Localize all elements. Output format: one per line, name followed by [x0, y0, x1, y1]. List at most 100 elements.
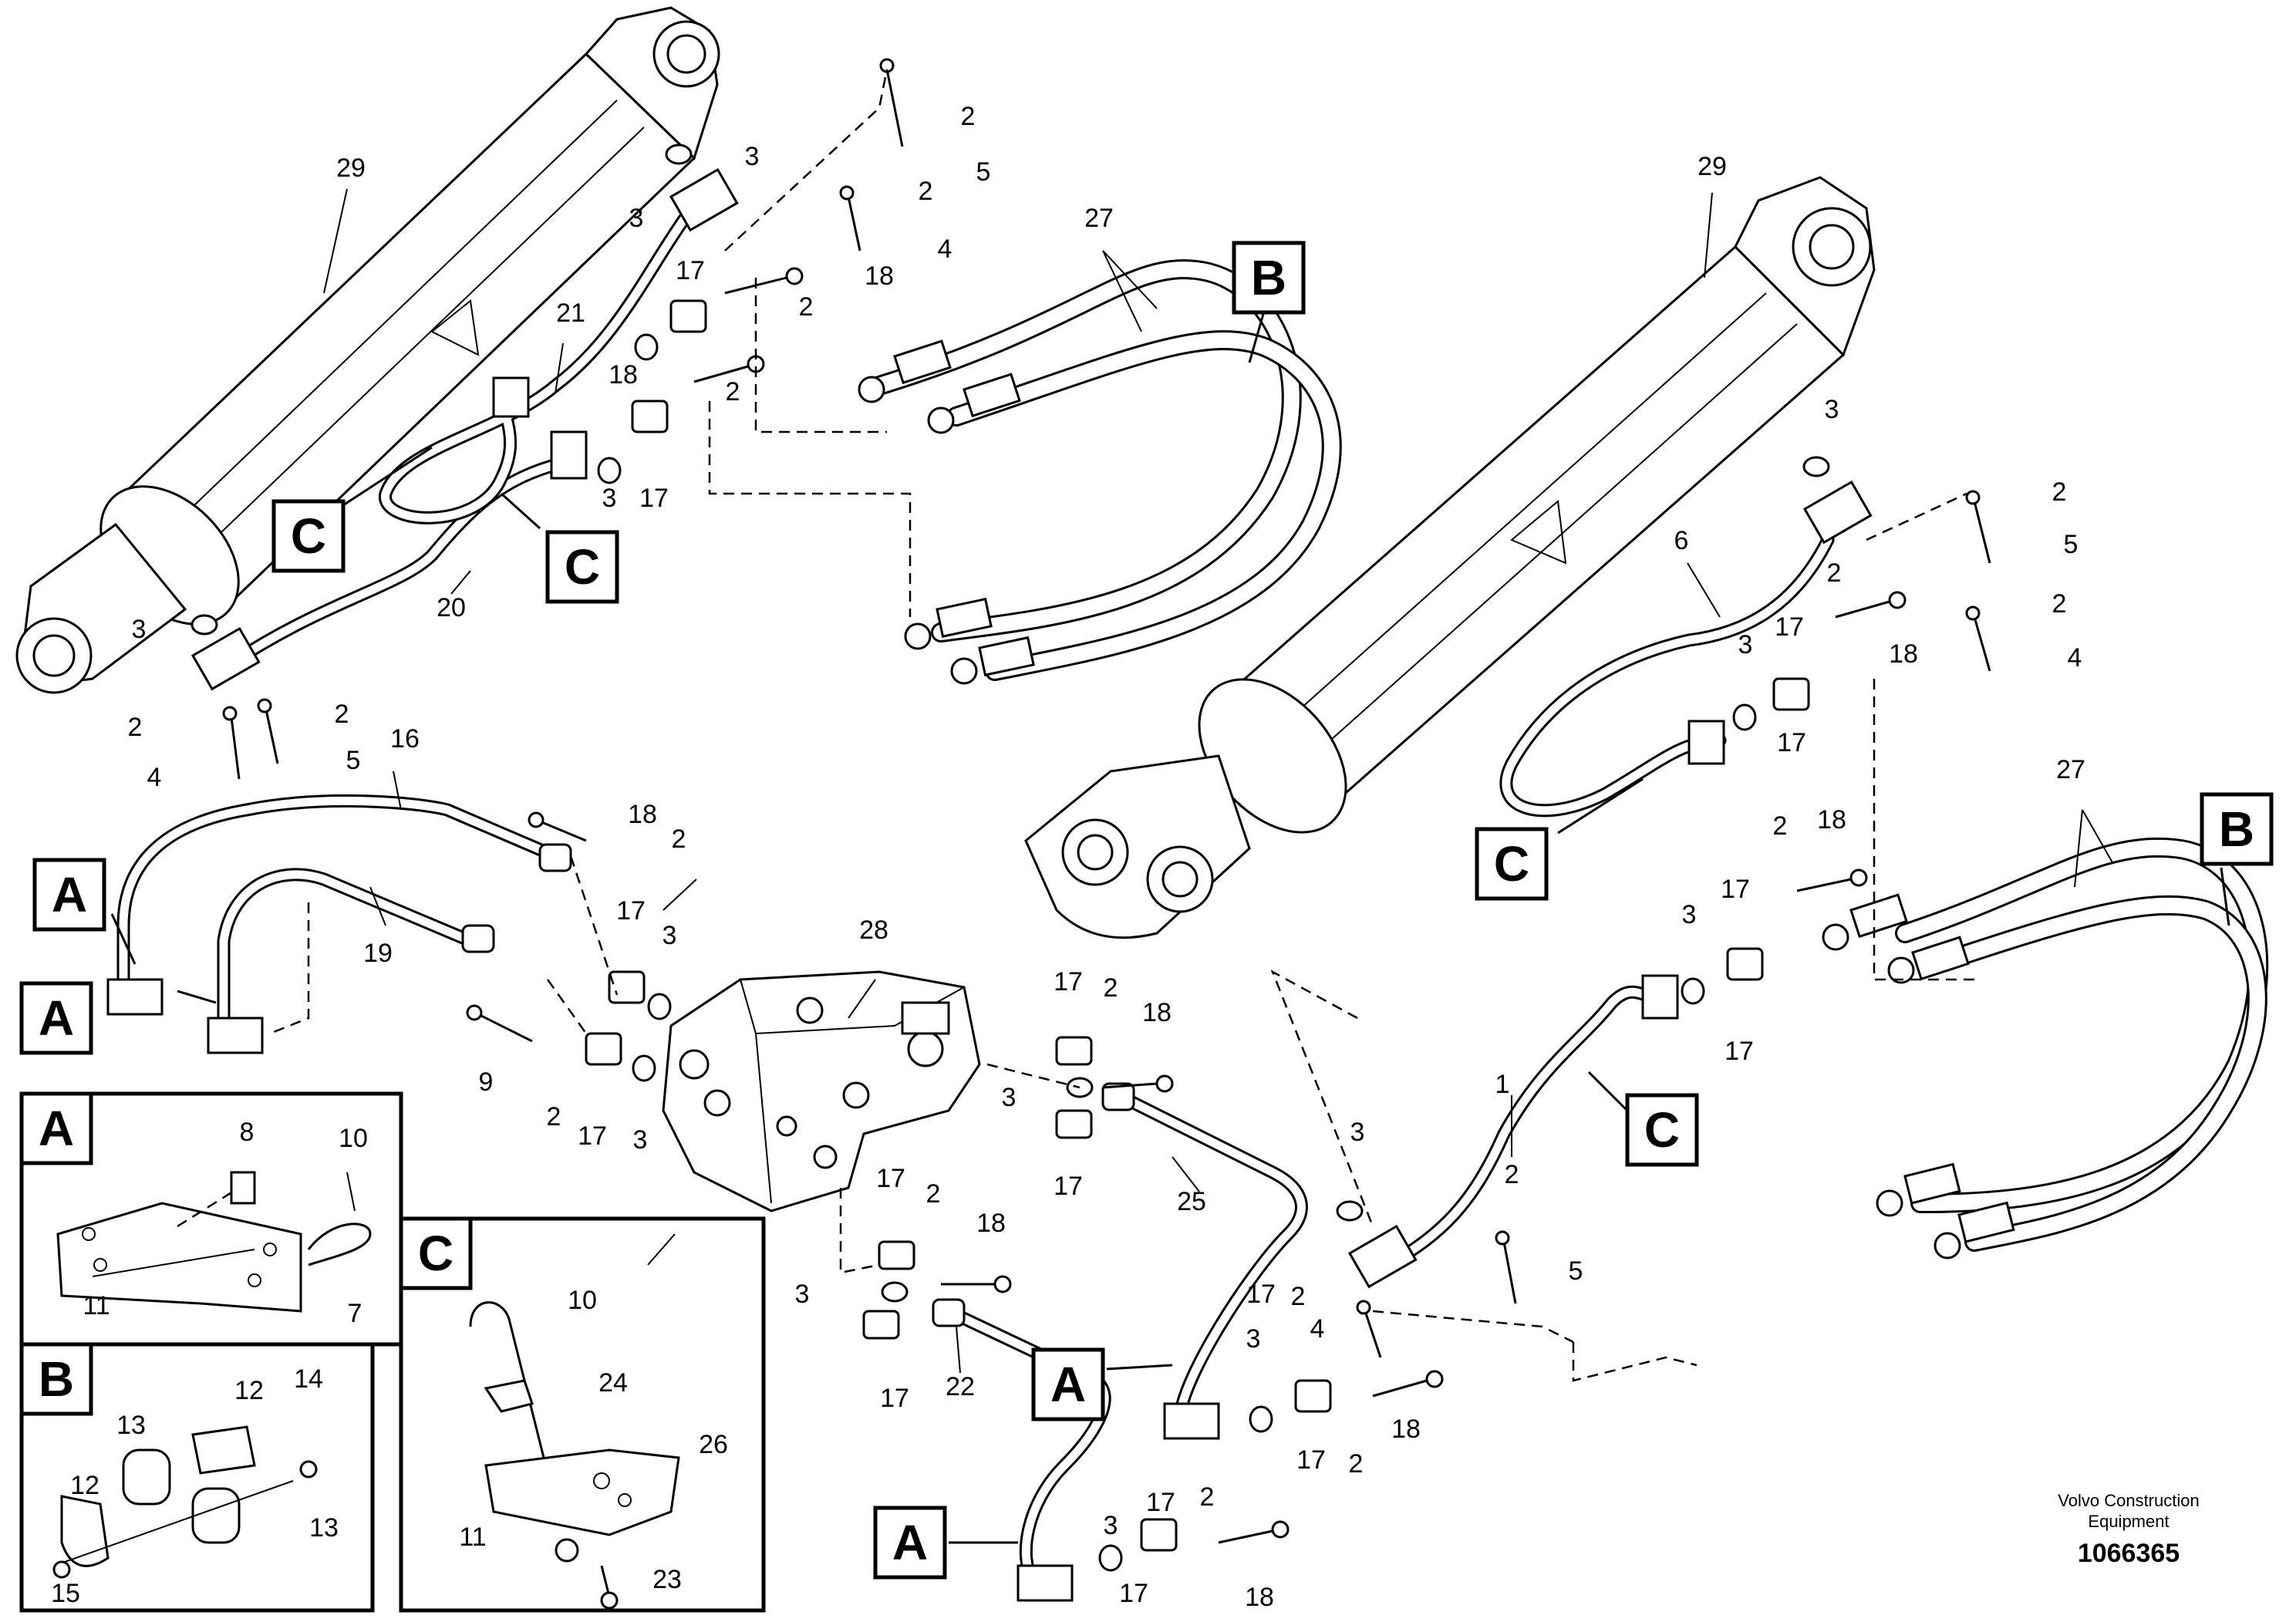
part-label: 17 [616, 896, 646, 926]
part-label: 3 [1104, 1511, 1118, 1540]
part-label: 29 [1698, 152, 1727, 181]
part-label: 2 [335, 700, 349, 729]
part-label: 27 [1084, 204, 1114, 233]
part-label: 25 [1177, 1187, 1206, 1216]
part-label: 15 [51, 1579, 80, 1608]
callout-b-2: B [2200, 792, 2274, 866]
part-label: 2 [919, 177, 933, 206]
bolts [222, 58, 1991, 1544]
callout-c-1: C [271, 499, 346, 573]
part-label: 17 [1246, 1280, 1276, 1309]
part-label: 17 [639, 484, 669, 513]
part-label: 19 [363, 939, 393, 968]
part-label: 14 [294, 1364, 323, 1394]
drawing-footer: Volvo Construction Equipment 1066365 [2058, 1491, 2199, 1568]
part-label: 5 [1569, 1256, 1583, 1286]
view-callouts: A A A A B B C C C C [19, 241, 2274, 1580]
part-label: 3 [1825, 395, 1839, 424]
part-label: 23 [652, 1565, 682, 1594]
part-label: 11 [459, 1523, 486, 1552]
view-letter-c: C [565, 539, 600, 595]
part-label: 3 [1002, 1083, 1017, 1112]
part-label: 2 [926, 1179, 941, 1209]
part-label: 17 [1146, 1488, 1175, 1517]
part-label: 18 [1142, 998, 1172, 1027]
part-label: 2 [1349, 1449, 1364, 1479]
right-cylinder [1024, 176, 1876, 939]
part-label: 17 [876, 1164, 905, 1193]
view-letter-a: A [1050, 1357, 1086, 1412]
part-label: 3 [602, 484, 617, 513]
left-tubes [190, 167, 739, 691]
part-label: 2 [2052, 477, 2067, 507]
detail-letter-c: C [418, 1226, 453, 1281]
part-label: 3 [1738, 630, 1753, 659]
part-label: 18 [976, 1209, 1006, 1238]
part-label: 18 [1817, 805, 1846, 835]
part-label: 2 [1827, 558, 1842, 588]
part-label: 11 [83, 1291, 110, 1320]
part-label: 3 [132, 615, 147, 644]
part-label: 29 [336, 153, 366, 183]
part-label: 17 [1054, 1172, 1083, 1201]
control-valve [662, 970, 981, 1212]
part-label: 17 [1777, 728, 1806, 757]
part-label: 27 [2056, 755, 2085, 784]
drawing-number: 1066365 [2078, 1539, 2180, 1568]
part-label: 9 [479, 1067, 494, 1097]
part-label: 2 [1291, 1282, 1306, 1311]
part-label: 17 [1119, 1579, 1148, 1608]
part-label: 5 [976, 157, 991, 187]
brand-line-2: Equipment [2088, 1512, 2169, 1531]
part-label: 17 [1775, 612, 1804, 642]
part-label: 2 [961, 102, 976, 131]
part-label: 17 [1725, 1037, 1754, 1066]
part-label: 2 [799, 292, 814, 322]
part-label: 21 [556, 298, 585, 328]
part-label: 10 [568, 1286, 597, 1315]
right-hose-assembly [1822, 838, 2269, 1259]
part-label: 22 [946, 1372, 975, 1401]
view-letter-a: A [892, 1515, 928, 1570]
part-label: 3 [1350, 1118, 1365, 1147]
part-label: 18 [865, 261, 894, 291]
part-label: 3 [629, 204, 644, 233]
part-label: 5 [346, 746, 361, 775]
part-label: 4 [1310, 1314, 1325, 1344]
part-label: 3 [1682, 900, 1697, 929]
clamps-and-seals [190, 143, 1830, 1572]
callout-c-3: C [1475, 827, 1549, 901]
view-letter-c: C [1644, 1102, 1680, 1158]
part-number-labels: 29 3 2 5 2 4 3 17 18 2 27 21 18 2 3 17 2… [128, 102, 2085, 1612]
left-hose-assembly [858, 259, 1342, 685]
view-letter-b: B [1251, 250, 1286, 305]
callout-b-1: B [1232, 241, 1306, 315]
part-label: 4 [2068, 643, 2082, 673]
part-label: 2 [672, 824, 686, 854]
leader-lines [323, 188, 2114, 1374]
part-label: 2 [726, 377, 740, 406]
detail-letter-a: A [39, 1101, 74, 1156]
part-label: 2 [1200, 1482, 1215, 1512]
part-label: 26 [699, 1430, 728, 1459]
detail-letter-b: B [39, 1351, 74, 1407]
part-label: 2 [1104, 973, 1118, 1003]
view-letter-b: B [2219, 801, 2254, 857]
part-label: 13 [309, 1513, 339, 1543]
part-label: 3 [795, 1280, 810, 1309]
part-label: 6 [1674, 526, 1689, 555]
part-label: 1 [1495, 1070, 1510, 1099]
part-label: 17 [1296, 1445, 1326, 1475]
callout-a-3: A [1031, 1347, 1105, 1421]
left-cylinder [15, 6, 720, 694]
part-label: 2 [2052, 589, 2067, 619]
part-label: 12 [234, 1376, 264, 1405]
part-label: 12 [70, 1471, 99, 1500]
part-label: 10 [339, 1124, 368, 1153]
callout-c-2: C [545, 530, 619, 604]
part-label: 18 [1245, 1583, 1274, 1612]
callout-a-2: A [19, 981, 93, 1055]
detail-view-b: B 13 12 14 12 13 15 [19, 1342, 375, 1613]
part-label: 18 [1889, 639, 1918, 669]
